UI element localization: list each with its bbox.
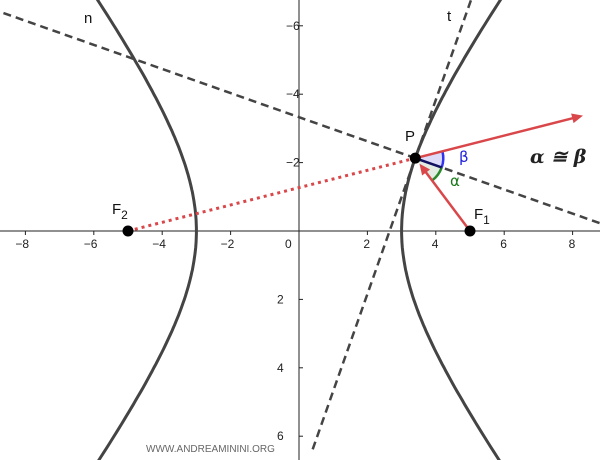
- svg-text:4: 4: [432, 237, 439, 251]
- svg-text:2: 2: [277, 292, 284, 306]
- label-alpha: α: [450, 172, 460, 190]
- beta-sector: [415, 151, 444, 168]
- label-n: n: [84, 10, 92, 27]
- normal-line: [0, 10, 600, 225]
- congruence-annotation: α ≅ β: [530, 146, 587, 168]
- f1-to-p-ray: [423, 169, 471, 232]
- svg-text:0: 0: [285, 237, 292, 251]
- reflected-ray: [414, 116, 575, 160]
- svg-text:−2: −2: [221, 237, 235, 251]
- point-f2: [122, 225, 134, 237]
- svg-text:−4: −4: [286, 87, 300, 101]
- point-f1: [464, 225, 476, 237]
- svg-text:−4: −4: [152, 237, 166, 251]
- hyperbola-right-branch: [400, 0, 503, 460]
- svg-text:−8: −8: [15, 237, 29, 251]
- svg-text:−6: −6: [84, 237, 98, 251]
- svg-text:6: 6: [277, 429, 284, 443]
- f2-to-p-segment: [127, 156, 416, 233]
- label-p: P: [405, 128, 415, 145]
- arrowhead-icon: [419, 163, 431, 176]
- svg-text:6: 6: [500, 237, 507, 251]
- svg-text:8: 8: [569, 237, 576, 251]
- svg-text:−2: −2: [286, 156, 300, 170]
- svg-text:2: 2: [363, 237, 370, 251]
- svg-text:−6: −6: [286, 19, 300, 33]
- point-p: [409, 152, 421, 164]
- hyperbola-left-branch: [95, 0, 198, 460]
- axis-ticks: −8 −6 −4 −2 0 2 4 6 8 6 4 2 −2 −4 −6: [15, 19, 575, 443]
- watermark: WWW.ANDREAMININI.ORG: [146, 444, 275, 455]
- label-t: t: [447, 8, 452, 25]
- arrowhead-icon: [571, 113, 583, 124]
- label-f2: F2: [112, 201, 128, 222]
- label-f1: F1: [474, 206, 490, 227]
- label-beta: β: [459, 148, 469, 166]
- svg-text:4: 4: [277, 361, 284, 375]
